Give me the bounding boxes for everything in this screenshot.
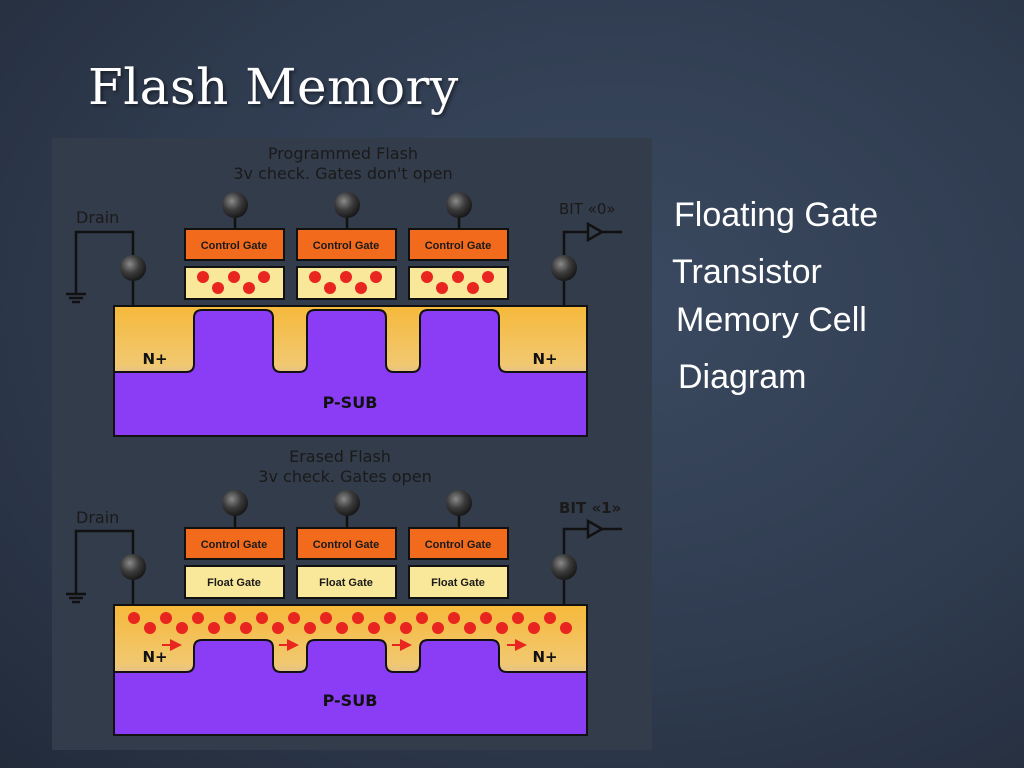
control-gate-1: Control Gate — [184, 527, 285, 560]
trapped-electrons — [421, 271, 494, 294]
float-gate-2: Float Gate — [296, 565, 397, 599]
gate-terminal-3 — [446, 192, 472, 218]
programmed-heading: Programmed Flash — [268, 144, 418, 163]
svg-text:Control Gate: Control Gate — [313, 240, 380, 252]
programmed-subheading: 3v check. Gates don't open — [233, 164, 452, 183]
svg-text:Float Gate: Float Gate — [207, 577, 261, 589]
erased-cell: Erased Flash 3v check. Gates open Drain … — [66, 447, 622, 736]
programmed-cell: Programmed Flash 3v check. Gates don't o… — [66, 144, 622, 437]
floating-gate-1 — [184, 266, 285, 300]
n-plus-left: N+ — [142, 350, 167, 368]
description-line-2: Transistor — [672, 253, 822, 291]
svg-text:Control Gate: Control Gate — [201, 240, 268, 252]
float-gate-1: Float Gate — [184, 565, 285, 599]
bit-terminal — [551, 554, 577, 580]
control-gate-3: Control Gate — [408, 228, 509, 261]
control-gate-3: Control Gate — [408, 527, 509, 560]
drain-terminal — [120, 554, 146, 580]
description-line-1: Floating Gate — [674, 196, 879, 234]
description-line-4: Diagram — [678, 358, 807, 396]
programmed-substrate: N+ N+ P-SUB — [113, 305, 588, 437]
control-gate-2: Control Gate — [296, 228, 397, 261]
erased-substrate: N+ N+ P-SUB — [113, 604, 588, 736]
svg-text:Float Gate: Float Gate — [431, 577, 485, 589]
description-line-3: Memory Cell — [676, 301, 867, 339]
svg-text:Control Gate: Control Gate — [313, 539, 380, 551]
slide-title: Flash Memory — [88, 58, 459, 116]
svg-text:Control Gate: Control Gate — [201, 539, 268, 551]
drain-label: Drain — [76, 508, 119, 527]
svg-text:Control Gate: Control Gate — [425, 539, 492, 551]
floating-gate-2 — [296, 266, 397, 300]
floating-gate-3 — [408, 266, 509, 300]
n-plus-left: N+ — [142, 648, 167, 666]
bit-terminal — [551, 255, 577, 281]
drain-label: Drain — [76, 208, 119, 227]
bit-label: BIT «0» — [559, 200, 616, 218]
erased-heading: Erased Flash — [289, 447, 391, 466]
gate-terminal-1 — [222, 490, 248, 516]
svg-text:Control Gate: Control Gate — [425, 240, 492, 252]
substrate-label: P-SUB — [323, 393, 378, 412]
svg-text:Float Gate: Float Gate — [319, 577, 373, 589]
free-electrons — [128, 612, 572, 634]
control-gate-1: Control Gate — [184, 228, 285, 261]
gate-terminal-1 — [222, 192, 248, 218]
float-gate-3: Float Gate — [408, 565, 509, 599]
gate-terminal-2 — [334, 192, 360, 218]
control-gate-2: Control Gate — [296, 527, 397, 560]
n-plus-right: N+ — [532, 648, 557, 666]
bit-label: BIT «1» — [559, 499, 621, 517]
drain-terminal — [120, 255, 146, 281]
drain-wire — [66, 230, 135, 304]
gate-terminal-3 — [446, 490, 472, 516]
substrate-label: P-SUB — [323, 691, 378, 710]
flash-memory-diagram: Programmed Flash 3v check. Gates don't o… — [66, 144, 622, 736]
trapped-electrons — [309, 271, 382, 294]
n-plus-right: N+ — [532, 350, 557, 368]
drain-wire — [66, 529, 135, 604]
erased-subheading: 3v check. Gates open — [258, 467, 431, 486]
trapped-electrons — [197, 271, 270, 294]
gate-terminal-2 — [334, 490, 360, 516]
